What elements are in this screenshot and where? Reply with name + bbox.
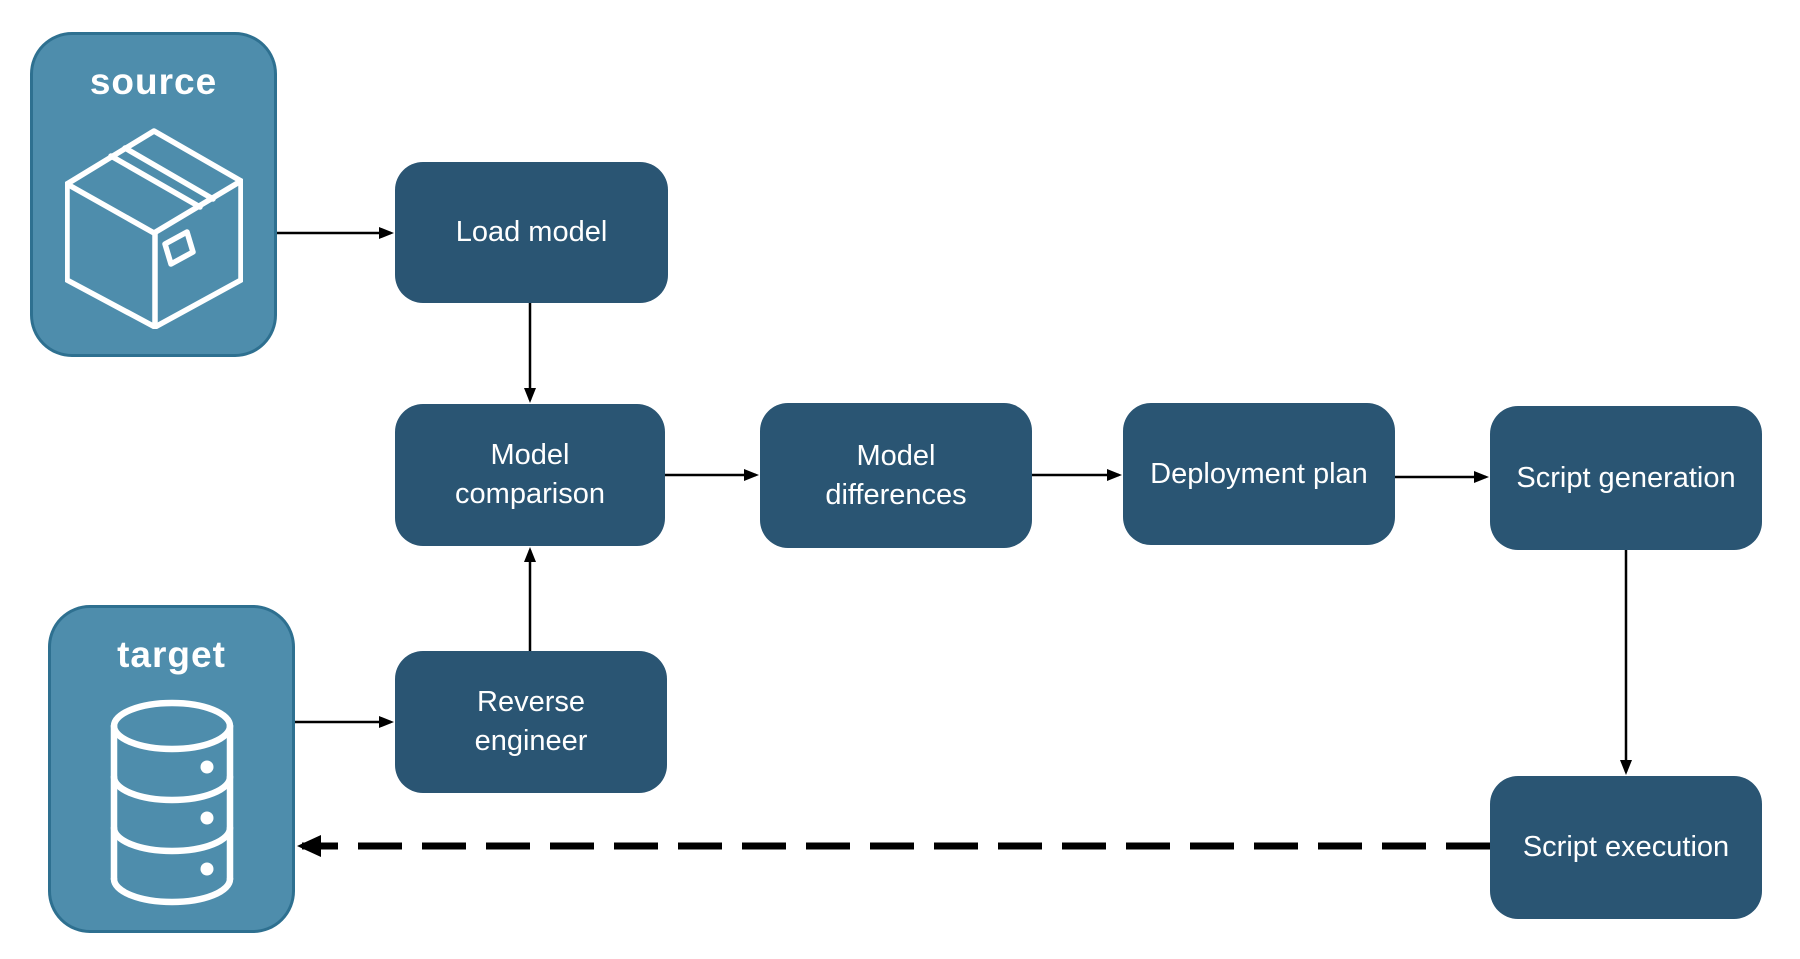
entity-target: target <box>48 605 295 933</box>
node-script-execution: Script execution <box>1490 776 1762 919</box>
node-label: Script execution <box>1522 831 1730 863</box>
node-label: Script generation <box>1516 461 1736 494</box>
node-label: Model comparison <box>455 439 605 510</box>
node-label: Load model <box>455 216 608 248</box>
node-load-model: Load model <box>395 162 668 303</box>
package-icon <box>33 103 274 354</box>
node-label: Deployment plan <box>1150 457 1368 490</box>
node-deployment-plan: Deployment plan <box>1123 403 1395 545</box>
node-model-differences: Model differences <box>760 403 1032 548</box>
node-label: Model differences <box>825 439 967 511</box>
entity-source: source <box>30 32 277 357</box>
node-reverse-engineer: Reverse engineer <box>395 651 667 793</box>
target-label: target <box>117 634 226 675</box>
node-label: Reverse engineer <box>474 686 588 757</box>
source-label: source <box>89 61 218 102</box>
database-icon <box>51 676 292 930</box>
node-script-generation: Script generation <box>1490 406 1762 550</box>
node-model-comparison: Model comparison <box>395 404 665 546</box>
